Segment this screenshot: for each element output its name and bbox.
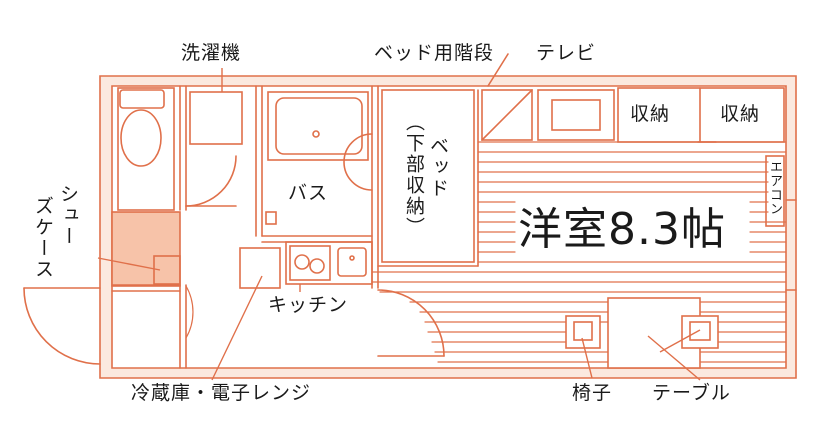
shoe-case-box [153, 255, 181, 285]
label-chair: 椅子 [572, 382, 613, 404]
label-shoe-case-line2: ズケース [32, 196, 54, 280]
label-table: テーブル [652, 382, 731, 404]
entrance-area [111, 211, 181, 287]
storage-closets [617, 87, 785, 143]
label-kitchen: キッチン [268, 294, 349, 316]
label-bed: ベッド [427, 136, 449, 199]
label-bed-stairs: ベッド用階段 [374, 42, 495, 64]
label-washer: 洗濯機 [181, 42, 242, 64]
label-tv: テレビ [536, 42, 597, 64]
floorboards [371, 141, 787, 363]
label-aircon: エアコン [767, 160, 782, 216]
label-shoe-case-line1: シュー [57, 184, 79, 247]
tv [537, 89, 615, 141]
partitions [111, 85, 479, 369]
chair-right-seat [689, 321, 711, 341]
bath-door [343, 133, 373, 191]
label-bath: バス [288, 182, 329, 204]
toilet [117, 87, 175, 211]
bed-frame [381, 89, 475, 263]
label-storage-2: 収納 [720, 103, 761, 125]
leader-lines [97, 68, 701, 381]
label-fridge-microwave: 冷蔵庫・電子レンジ [131, 382, 312, 404]
washer-box [189, 91, 243, 145]
aircon [765, 155, 785, 227]
label-room: 洋室8.3帖 [518, 204, 726, 255]
bathtub [267, 91, 369, 161]
bed-stairs [481, 53, 533, 141]
closet-door [185, 285, 194, 339]
fridge-box [239, 247, 281, 289]
entrance-door [23, 287, 101, 365]
room-door [377, 289, 445, 357]
chair-right [681, 315, 719, 349]
label-bed-storage: （下部収納） [403, 112, 425, 238]
washer-door [185, 155, 237, 207]
label-storage-1: 収納 [630, 103, 671, 125]
kitchen-counter [285, 241, 373, 285]
